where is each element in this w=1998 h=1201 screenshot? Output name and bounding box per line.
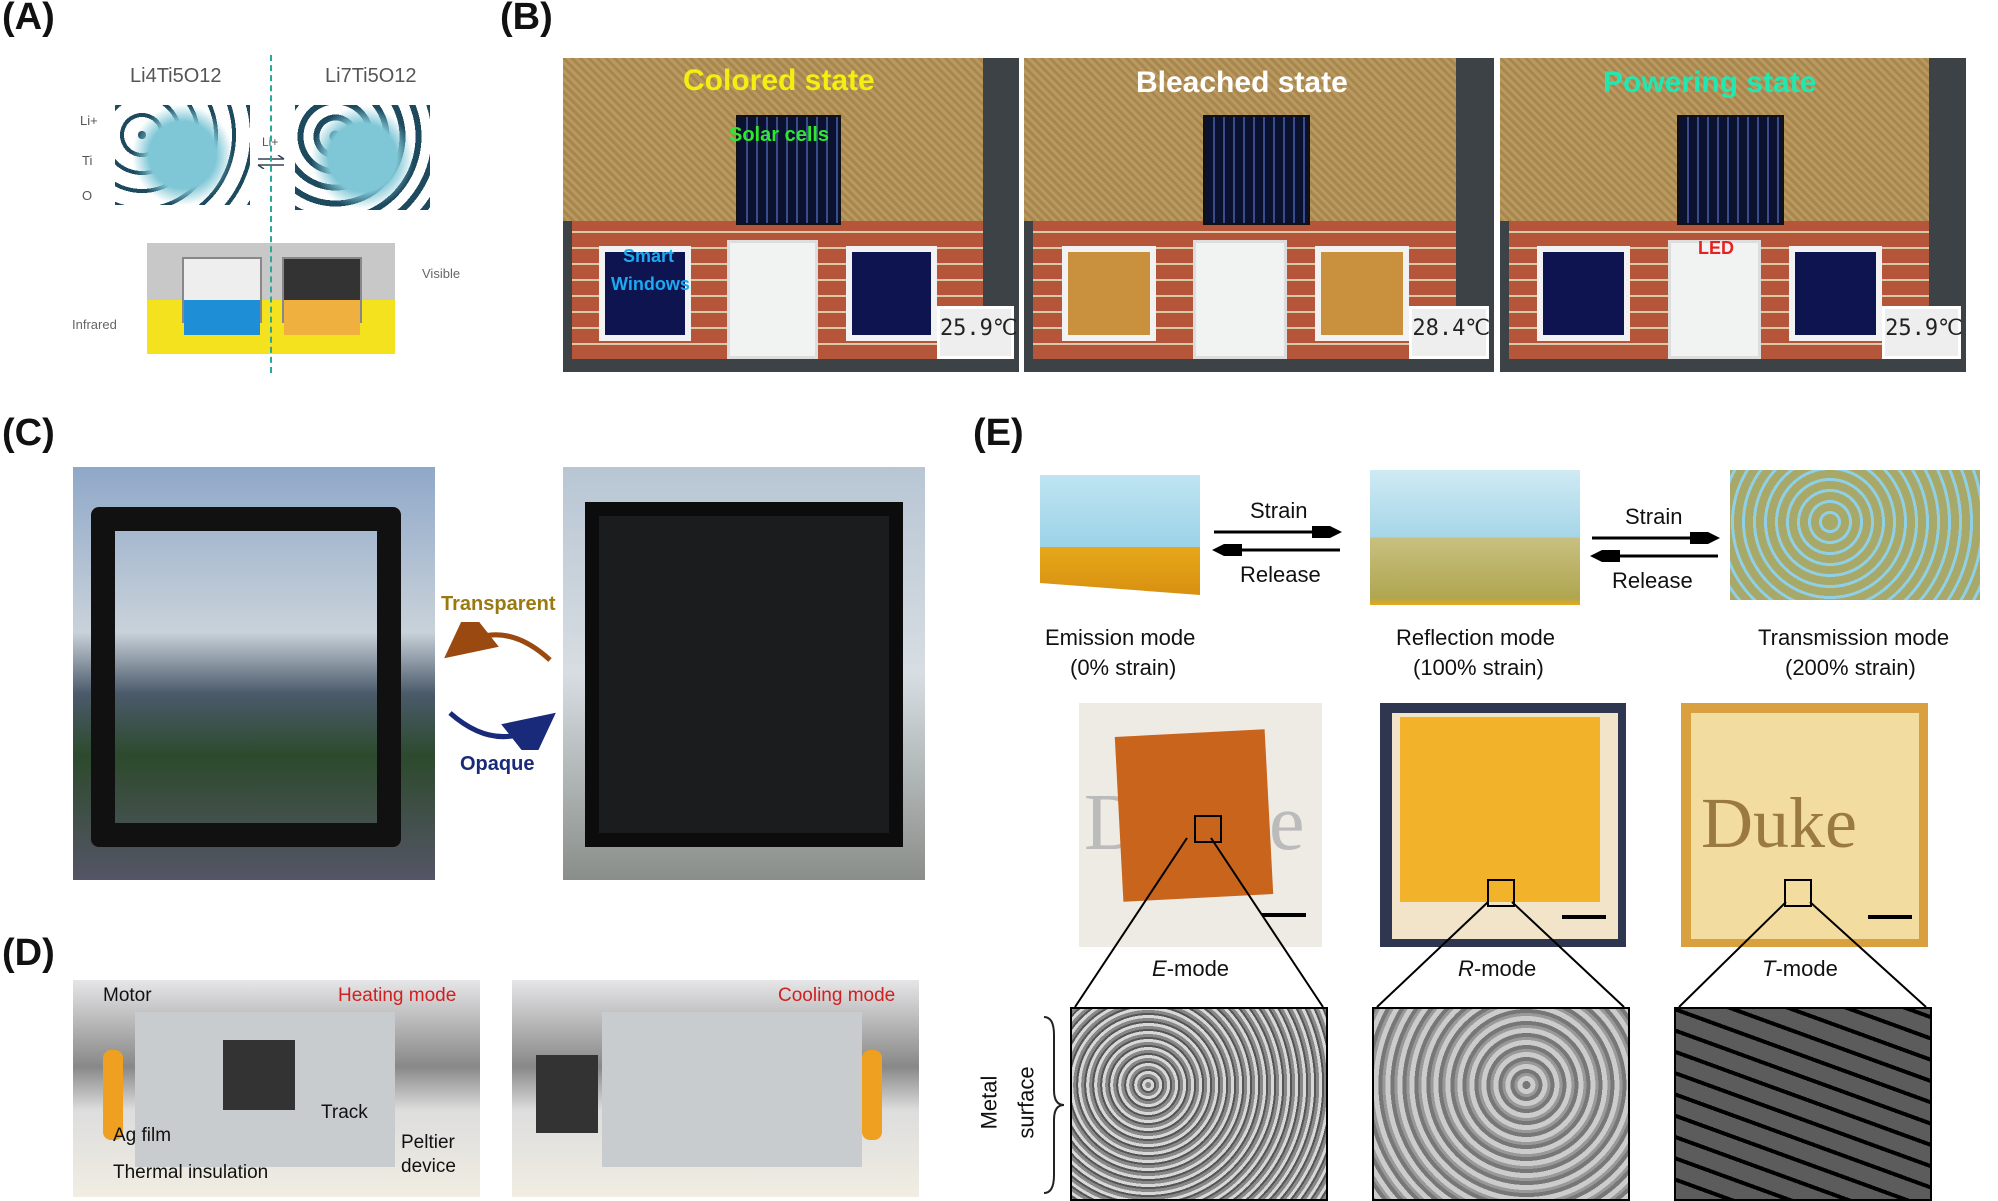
transmission-mode-label: Transmission mode: [1758, 625, 1950, 650]
sem-image-r-mode: [1372, 1007, 1630, 1201]
emission-mode-strain: (0% strain): [1070, 655, 1177, 680]
sem-image-e-mode: [1070, 1007, 1328, 1201]
r-mode-label: R-mode: [1458, 956, 1536, 981]
strain-arrow-icon-1: [1214, 526, 1342, 538]
release-label-2: Release: [1612, 568, 1693, 593]
mode-suffix: -mode: [1166, 956, 1230, 981]
opaque-label: Opaque: [460, 753, 535, 775]
formula-right: Li7Ti5O12: [325, 65, 417, 87]
emission-mode-label: Emission mode: [1045, 625, 1196, 650]
zoom-lines: [1074, 837, 1927, 1008]
state-title: Powering state: [1603, 66, 1817, 99]
panel-c-label: (C): [2, 412, 55, 454]
t-mode-label: T-mode: [1762, 956, 1838, 981]
visible-label: Visible: [422, 266, 461, 281]
track-label: Track: [321, 1102, 368, 1123]
thermometer-reading: 25.9℃: [1882, 306, 1963, 360]
crystal-structure-left: [115, 105, 250, 205]
transparent-label: Transparent: [441, 593, 556, 615]
mode-letter: R: [1458, 956, 1474, 981]
panel-b-label: (B): [500, 0, 553, 38]
brace-icon: [1043, 1016, 1065, 1194]
photo-opaque-window: [563, 467, 925, 880]
strain-label-1: Strain: [1250, 498, 1308, 523]
atom-li-label: Li+: [80, 113, 98, 128]
photo-e-mode: D e: [1079, 703, 1322, 947]
transmission-mode-schematic: [1730, 470, 1980, 600]
state-title: Colored state: [683, 64, 875, 97]
duke-text: Duke: [1701, 783, 1857, 863]
photo-t-mode: Duke: [1681, 703, 1928, 947]
infrared-label: Infrared: [72, 317, 117, 332]
panel-a-label: (A): [2, 0, 55, 38]
thermal-insulation-label: Thermal insulation: [113, 1162, 269, 1183]
panel-e-label: (E): [973, 412, 1024, 454]
divider-dashed-line: [270, 55, 272, 373]
photo-colored-state: 25.9℃ Colored state Solar cells Smart Wi…: [563, 58, 1019, 372]
release-arrow-icon-2: [1590, 550, 1718, 562]
atom-o-label: O: [82, 188, 93, 203]
peltier-label: Peltier: [401, 1132, 455, 1153]
transmission-mode-strain: (200% strain): [1785, 655, 1916, 680]
state-title: Bleached state: [1136, 66, 1348, 99]
motor-label: Motor: [103, 985, 152, 1006]
ag-film-label: Ag film: [113, 1125, 172, 1146]
formula-left: Li4Ti5O12: [130, 65, 222, 87]
duke-text-partial-2: e: [1269, 779, 1305, 867]
metal-surface-label-2: surface: [1013, 1066, 1039, 1139]
mode-suffix: -mode: [1775, 956, 1838, 981]
sample-colored-ir: [284, 300, 360, 335]
thermometer-reading: 28.4℃: [1409, 306, 1490, 360]
smart-windows-label-2: Windows: [611, 274, 690, 294]
release-arrow-icon-1: [1212, 544, 1340, 556]
reflection-mode-strain: (100% strain): [1413, 655, 1544, 680]
heating-mode-label: Heating mode: [338, 985, 457, 1006]
metal-surface-label: Metal: [976, 1075, 1002, 1130]
thermometer-reading: 25.9℃: [936, 306, 1018, 360]
crystal-structure-right: [295, 105, 430, 210]
opaque-arrow-icon: [448, 711, 556, 750]
photo-r-mode: [1380, 703, 1626, 947]
reflection-mode-label: Reflection mode: [1396, 625, 1555, 650]
emission-mode-schematic: [1040, 475, 1200, 595]
photo-transparent-window: [73, 467, 435, 880]
atom-ti-label: Ti: [82, 153, 93, 168]
led-label: LED: [1698, 238, 1734, 258]
release-label-1: Release: [1240, 562, 1321, 587]
strain-arrow-icon-2: [1592, 532, 1720, 544]
cooling-mode-label: Cooling mode: [778, 985, 896, 1006]
reflection-mode-schematic: [1370, 470, 1580, 605]
mode-letter: T: [1762, 956, 1776, 981]
mode-letter: E: [1152, 956, 1167, 981]
panel-d-label: (D): [2, 932, 55, 974]
sample-bleached-ir: [184, 300, 260, 335]
panel-a-figure: Li4Ti5O12 Li7Ti5O12 Li+ Ti O Li+ Visible…: [60, 55, 480, 375]
photo-cooling-mode: Cooling mode: [512, 980, 919, 1197]
strain-label-2: Strain: [1625, 504, 1683, 529]
mode-suffix: -mode: [1473, 956, 1537, 981]
solar-cells-label: Solar cells: [729, 124, 830, 146]
transparent-arrow-icon: [444, 622, 552, 662]
smart-windows-label: Smart: [623, 246, 675, 266]
photo-powering-state: 25.9℃ Powering state LED: [1500, 58, 1966, 372]
e-mode-label: E-mode: [1152, 956, 1229, 981]
photo-heating-mode: Motor Heating mode Ag film Track Thermal…: [73, 980, 480, 1197]
device-label: device: [401, 1156, 456, 1177]
photo-bleached-state: 28.4℃ Bleached state: [1024, 58, 1494, 372]
sem-image-t-mode: [1674, 1007, 1932, 1201]
